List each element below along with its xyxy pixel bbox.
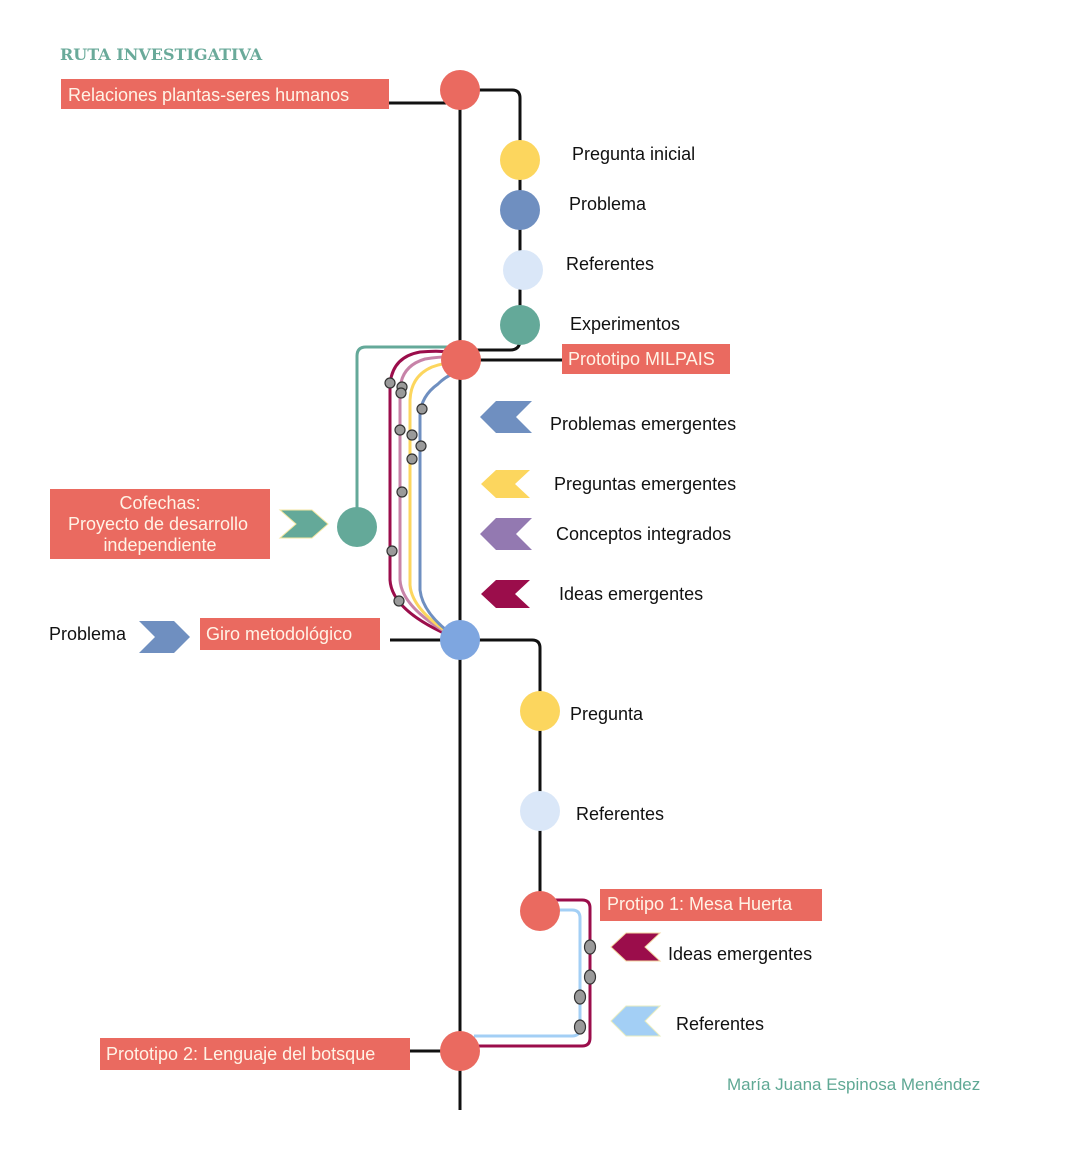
box-lenguaje: Prototipo 2: Lenguaje del botsque	[100, 1038, 410, 1070]
loop-marker	[583, 969, 597, 985]
upper-loops	[355, 345, 461, 642]
mauve-loop-line	[398, 355, 461, 642]
loop-marker	[394, 424, 406, 436]
loop-marker	[393, 595, 405, 607]
yellow-loop-line	[408, 360, 461, 642]
box-cofechas: Cofechas: Proyecto de desarrollo indepen…	[50, 489, 270, 559]
loop-marker	[583, 939, 597, 955]
box-cofechas-line2: Proyecto de desarrollo	[68, 514, 248, 534]
chevron-left-icon	[480, 518, 532, 550]
loop-marker	[573, 989, 587, 1005]
station-giro	[440, 620, 480, 660]
author-credit: María Juana Espinosa Menéndez	[727, 1075, 980, 1094]
label-referentes: Referentes	[566, 254, 654, 274]
label-referentes-3: Referentes	[676, 1014, 764, 1034]
station-relaciones	[440, 70, 480, 110]
station-experimentos	[500, 305, 540, 345]
loop-marker	[416, 403, 428, 415]
teal-loop-line	[355, 345, 460, 527]
station-milpais	[441, 340, 481, 380]
loop-marker	[396, 486, 408, 498]
loop-marker	[395, 387, 407, 399]
station-referentes-2	[520, 791, 560, 831]
station-lenguaje	[440, 1031, 480, 1071]
box-mesa: Protipo 1: Mesa Huerta	[600, 889, 822, 921]
lower-loop-markers	[573, 939, 597, 1035]
loop-marker	[406, 429, 418, 441]
crimson-loop-line	[388, 349, 461, 642]
loop-marker	[384, 377, 396, 389]
label-ideas-emergentes: Ideas emergentes	[559, 584, 703, 604]
chevron-right-icon	[278, 509, 329, 539]
box-lenguaje-label: Prototipo 2: Lenguaje del botsque	[106, 1044, 375, 1064]
loop-marker	[573, 1019, 587, 1035]
label-conceptos-integrados: Conceptos integrados	[556, 524, 731, 544]
box-giro: Giro metodológico	[200, 618, 380, 650]
box-cofechas-line3: independiente	[103, 535, 216, 555]
label-pregunta-inicial: Pregunta inicial	[572, 144, 695, 164]
label-ideas-emergentes-2: Ideas emergentes	[668, 944, 812, 964]
diagram-title: RUTA INVESTIGATIVA	[60, 45, 263, 64]
box-relaciones-label: Relaciones plantas-seres humanos	[68, 85, 349, 105]
stations	[337, 70, 560, 1071]
label-preguntas-emergentes: Preguntas emergentes	[554, 474, 736, 494]
box-milpais-label: Prototipo MILPAIS	[568, 349, 715, 369]
station-referentes	[503, 250, 543, 290]
station-problema	[500, 190, 540, 230]
station-cofechas	[337, 507, 377, 547]
skyblue-lower-loop-line	[474, 908, 582, 1038]
box-milpais: Prototipo MILPAIS	[562, 344, 730, 374]
station-pregunta-inicial	[500, 140, 540, 180]
chevron-right-icon	[139, 621, 190, 653]
chevron-left-icon	[610, 1005, 662, 1037]
label-referentes-2: Referentes	[576, 804, 664, 824]
chevron-left-icon	[481, 470, 530, 498]
blue-loop-line	[418, 370, 461, 642]
lower-branch-line	[460, 638, 542, 910]
upper-loop-markers	[384, 377, 428, 607]
chevron-left-icon	[610, 932, 662, 962]
chevron-left-icon	[480, 401, 532, 433]
loop-marker	[386, 545, 398, 557]
box-mesa-label: Protipo 1: Mesa Huerta	[607, 894, 793, 914]
box-giro-label: Giro metodológico	[206, 624, 352, 644]
loop-marker	[406, 453, 418, 465]
loop-marker	[415, 440, 427, 452]
label-problema-left: Problema	[49, 624, 127, 644]
label-pregunta: Pregunta	[570, 704, 644, 724]
station-mesa-huerta	[520, 891, 560, 931]
label-problemas-emergentes: Problemas emergentes	[550, 414, 736, 434]
box-cofechas-line1: Cofechas:	[119, 493, 200, 513]
box-relaciones: Relaciones plantas-seres humanos	[61, 79, 389, 109]
label-problema: Problema	[569, 194, 647, 214]
label-experimentos: Experimentos	[570, 314, 680, 334]
chevron-left-icon	[481, 580, 530, 608]
station-pregunta	[520, 691, 560, 731]
